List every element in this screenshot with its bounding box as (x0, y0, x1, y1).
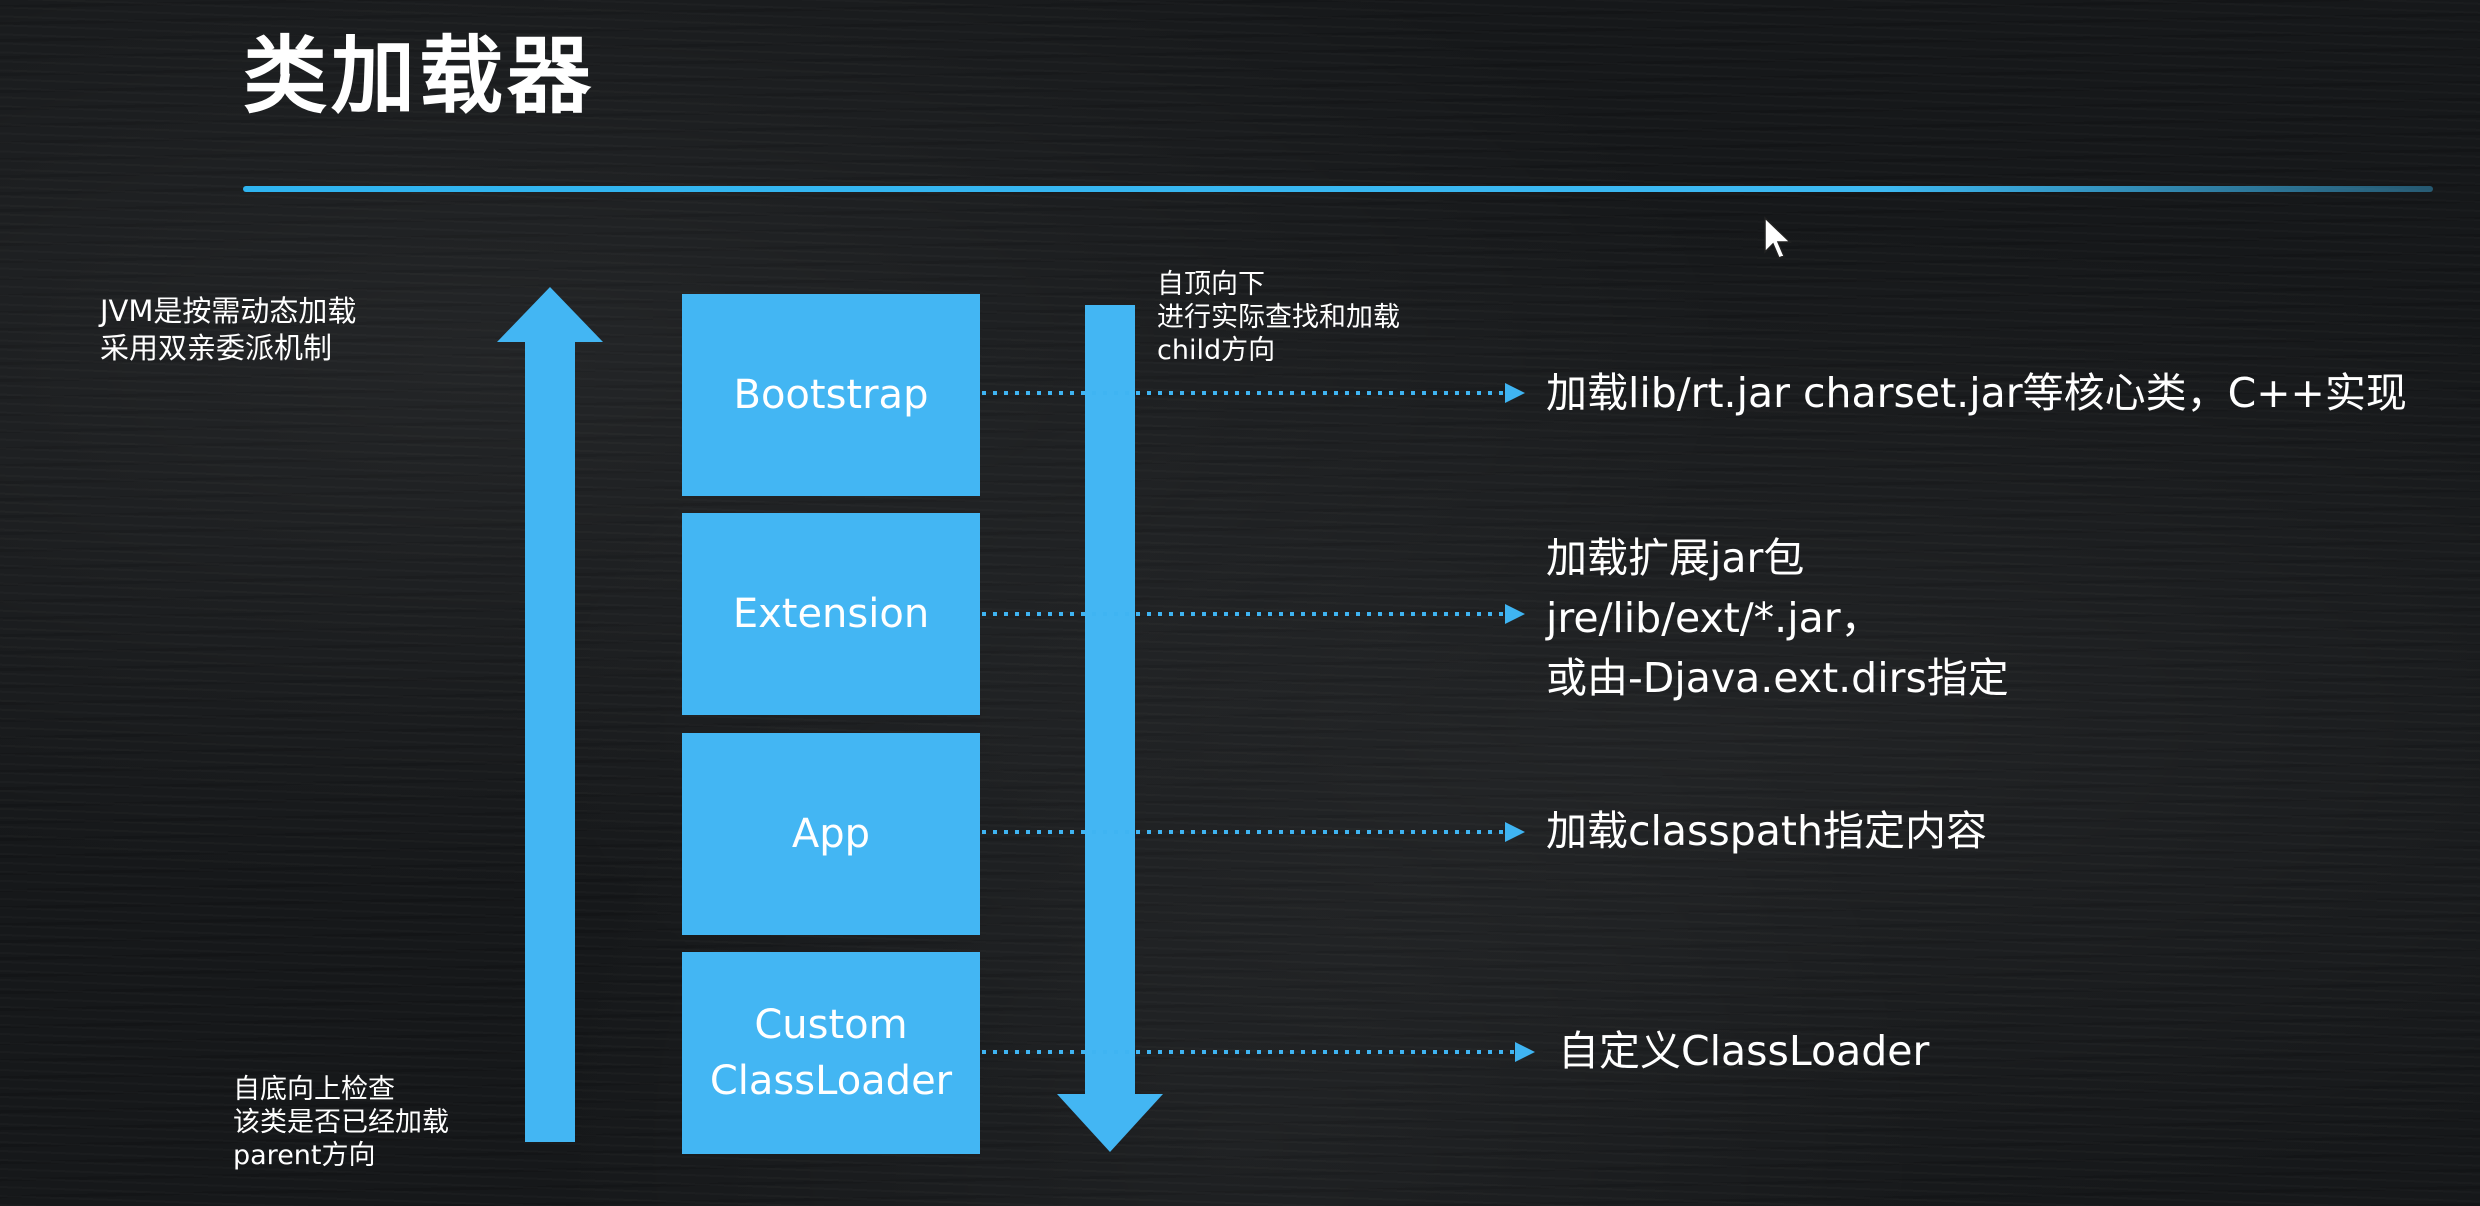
mouse-pointer-icon (1764, 216, 1792, 259)
app-description: 加载classpath指定内容 (1546, 807, 1987, 855)
connector-extension (982, 604, 1525, 624)
bootstrap-loader-box: Bootstrap (682, 294, 980, 496)
bootstrap-description: 加载lib/rt.jar charset.jar等核心类，C++实现 (1546, 369, 2407, 417)
custom-description: 自定义ClassLoader (1558, 1027, 1930, 1075)
note-bottom-up-check: 自底向上检查 该类是否已经加载 parent方向 (233, 1074, 449, 1171)
slide-title: 类加载器 (243, 27, 596, 125)
connector-app (982, 822, 1525, 842)
arrow-down-icon (1057, 305, 1163, 1152)
connector-bootstrap (982, 383, 1525, 403)
custom-classloader-box: Custom ClassLoader (682, 952, 980, 1154)
app-loader-box: App (682, 733, 980, 935)
extension-loader-box: Extension (682, 513, 980, 715)
note-demand-loading: JVM是按需动态加载 采用双亲委派机制 (100, 294, 357, 365)
title-divider (243, 186, 2433, 192)
arrow-up-icon (497, 287, 603, 1142)
connector-custom (982, 1042, 1535, 1062)
note-top-down-load: 自顶向下 进行实际查找和加载 child方向 (1157, 269, 1400, 366)
extension-description: 加载扩展jar包 jre/lib/ext/*.jar， 或由-Djava.ext… (1546, 534, 2009, 702)
